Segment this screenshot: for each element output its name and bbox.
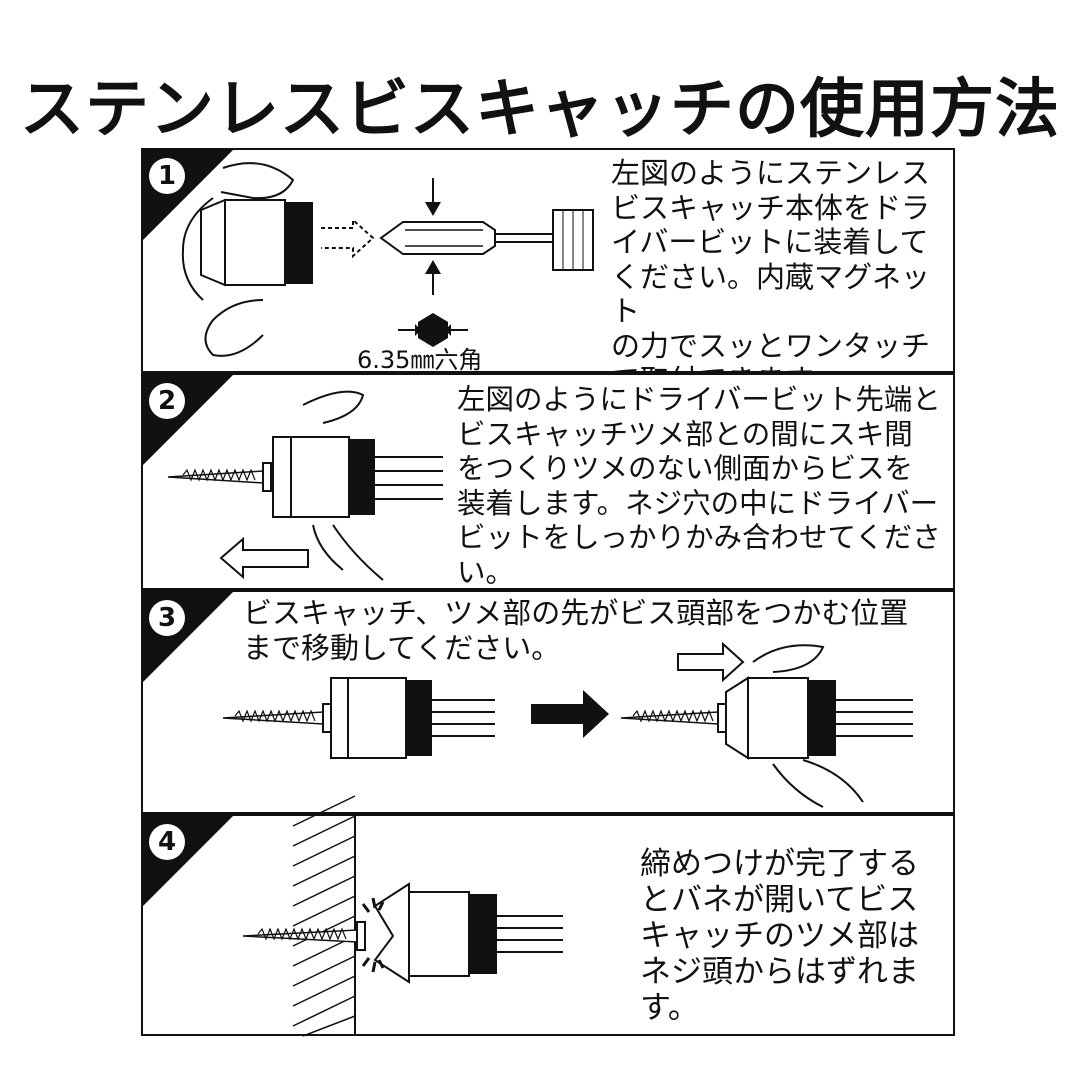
step-3-illustration	[222, 641, 913, 808]
step-4-panel: 4 締めつけが完了する とバネが開いてビス キャッチのツメ部は ネジ頭からはずれ…	[141, 795, 955, 1037]
step-number: 3	[149, 600, 185, 636]
step-4-illustration	[242, 795, 563, 1037]
step-4-text: 締めつけが完了する とバネが開いてビス キャッチのツメ部は ネジ頭からはずれます…	[640, 846, 919, 1026]
hex-size-label: 6.35㎜六角	[357, 346, 483, 374]
step-2-panel: 2 左図のようにドライバービット先端と ビスキャッチツメ部との間にスキ間 をつく…	[141, 373, 955, 590]
step-number: 4	[149, 824, 185, 860]
step-3-text: ビスキャッチ、ツメ部の先がビス頭部をつかむ位置 まで移動してください。	[243, 596, 909, 665]
step-2-text: 左図のようにドライバービット先端と ビスキャッチツメ部との間にスキ間 をつくりツ…	[457, 383, 941, 589]
page-title: ステンレスビスキャッチの使用方法	[20, 73, 1060, 147]
step-1-text: 左図のようにステンレス ビスキャッチ本体をドラ イバービットに装着して ください…	[611, 156, 931, 397]
step-1-illustration	[181, 162, 594, 357]
step-3-panel: 3 ビスキャッチ、ツメ部の先がビス頭部をつかむ位置 まで移動してください。	[141, 590, 955, 814]
step-number: 1	[149, 158, 185, 194]
step-1-panel: 1 6.35㎜六角 左図のようにステンレス ビスキャッチ本体をドラ イ	[141, 148, 955, 397]
step-2-illustration	[167, 390, 443, 581]
step-number: 2	[149, 383, 185, 419]
